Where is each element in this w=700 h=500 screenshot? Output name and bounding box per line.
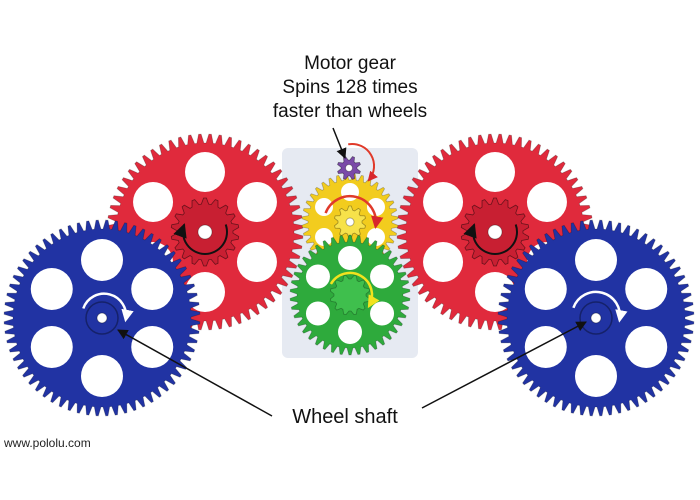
red-pinion-right-shaft-hole <box>487 224 503 240</box>
blue-gear-left <box>3 219 201 417</box>
green-pinion <box>329 274 371 316</box>
rotation-arrow-motor <box>348 142 378 182</box>
red-gear-left-hole <box>185 152 225 192</box>
red-gear-right-hole <box>475 272 515 312</box>
yellow-pinion-shaft-hole <box>345 217 355 227</box>
blue-gear-left-shaft-hole <box>96 312 108 324</box>
green-gear-hole <box>338 320 362 344</box>
blue-gear-left-hole <box>81 355 123 397</box>
blue-gear-left-hub-ring <box>85 301 119 335</box>
rotation-arrow-green <box>329 271 380 309</box>
blue-gear-right-hole <box>524 268 567 310</box>
blue-gear-left-hole <box>30 268 73 310</box>
blue-gear-right-hub-ring <box>579 301 613 335</box>
motor-gear-annotation: Motor gear Spins 128 times faster than w… <box>250 52 450 124</box>
blue-gear-right-hole <box>625 326 668 368</box>
green-gear-hole <box>305 264 330 289</box>
yellow-gear-hole <box>341 183 359 201</box>
red-gear-right-hole <box>423 182 464 222</box>
green-gear-hole <box>338 246 362 270</box>
red-gear-left-hole <box>236 182 277 222</box>
motor-gear <box>337 156 361 180</box>
red-gear-left-hole <box>133 182 174 222</box>
red-gear-right-hole <box>475 152 515 192</box>
red-gear-right-hole <box>526 182 567 222</box>
rotation-arrow-yellow <box>324 194 384 229</box>
yellow-gear-hole <box>315 198 334 216</box>
blue-gear-left-hole <box>30 326 73 368</box>
wheel-shaft-annotation: Wheel shaft <box>292 406 398 428</box>
blue-gear-right <box>497 219 695 417</box>
blue-gear-right-hole <box>524 326 567 368</box>
green-gear-hole <box>370 301 395 326</box>
blue-gear-left-hole <box>81 239 123 281</box>
wheel-shaft-pointer-left <box>117 329 273 417</box>
blue-gear-right-shaft-hole <box>590 312 602 324</box>
red-pinion-left-shaft-hole <box>197 224 213 240</box>
motor-gear-line-3: faster than wheels <box>272 101 428 122</box>
blue-gear-right-hole <box>575 239 617 281</box>
green-gear-hole <box>370 264 395 289</box>
green-pinion-body <box>329 274 371 316</box>
rotation-arrow-blue-right <box>572 290 628 323</box>
yellow-gear-hole <box>366 228 385 246</box>
yellow-gear-hole <box>366 198 385 216</box>
red-gear-right-hole <box>423 242 464 282</box>
motor-gear-pointer <box>332 127 347 159</box>
rotation-arrow-red-left <box>173 223 228 255</box>
wheel-shaft-pointer-right <box>421 321 587 409</box>
yellow-gear-hole <box>315 228 334 246</box>
rotation-arrow-red-right <box>463 223 518 255</box>
watermark: www.pololu.com <box>4 436 91 450</box>
gears-layer <box>3 133 695 417</box>
red-gear-left-hole <box>236 242 277 282</box>
rotation-arrow-blue-left <box>82 292 134 323</box>
green-gear-hole <box>305 301 330 326</box>
blue-gear-left-hole <box>131 326 174 368</box>
motor-gear-shaft-hole <box>345 164 353 172</box>
motor-gear-line-2: Spins 128 times <box>282 77 418 98</box>
red-gear-left-hole <box>185 272 225 312</box>
blue-gear-left-hole <box>131 268 174 310</box>
blue-gear-right-hole <box>575 355 617 397</box>
blue-gear-right-hole <box>625 268 668 310</box>
motor-gear-line-1: Motor gear <box>304 53 396 74</box>
yellow-pinion <box>334 205 366 239</box>
arrows-layer <box>82 127 628 417</box>
